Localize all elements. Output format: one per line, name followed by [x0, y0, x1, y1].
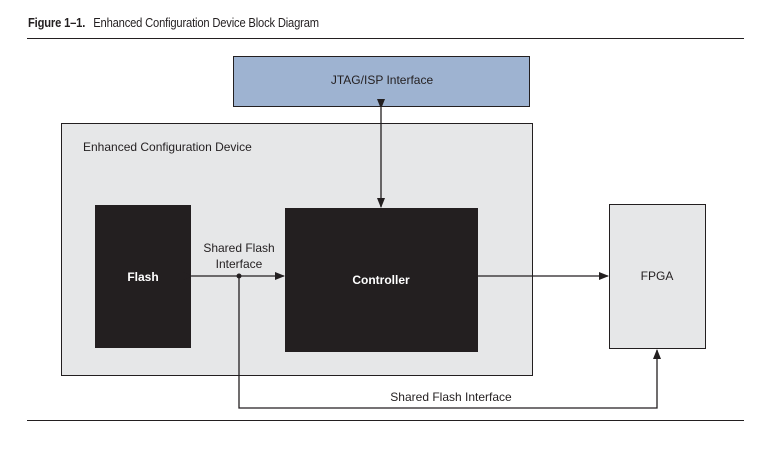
flash-block	[95, 205, 191, 348]
flash-controller-connector	[183, 272, 285, 280]
figure-title: Enhanced Configuration Device Block Diag…	[93, 15, 319, 30]
shared-flash-interface-bottom-label: Shared Flash Interface	[390, 390, 512, 404]
jtag-isp-interface-block	[233, 56, 530, 107]
figure-number: Figure 1–1.	[28, 15, 86, 30]
flash-fpga-connector	[238, 276, 661, 409]
enhanced-configuration-device-label: Enhanced Configuration Device	[83, 140, 252, 154]
jtag-isp-interface-label: JTAG/ISP Interface	[330, 73, 434, 87]
figure-caption: Figure 1–1. Enhanced Configuration Devic…	[28, 15, 319, 30]
controller-label: Controller	[352, 273, 410, 287]
fpga-label: FPGA	[640, 269, 674, 283]
controller-block	[285, 208, 478, 352]
fpga-block	[609, 204, 706, 349]
flash-fpga-path	[238, 276, 661, 409]
bottom-rule	[27, 420, 744, 421]
shared-flash-interface-label-line2: Interface	[215, 257, 263, 271]
flash-label: Flash	[127, 270, 159, 284]
top-rule	[27, 38, 744, 39]
shared-flash-interface-label-line1: Shared Flash	[203, 241, 275, 255]
